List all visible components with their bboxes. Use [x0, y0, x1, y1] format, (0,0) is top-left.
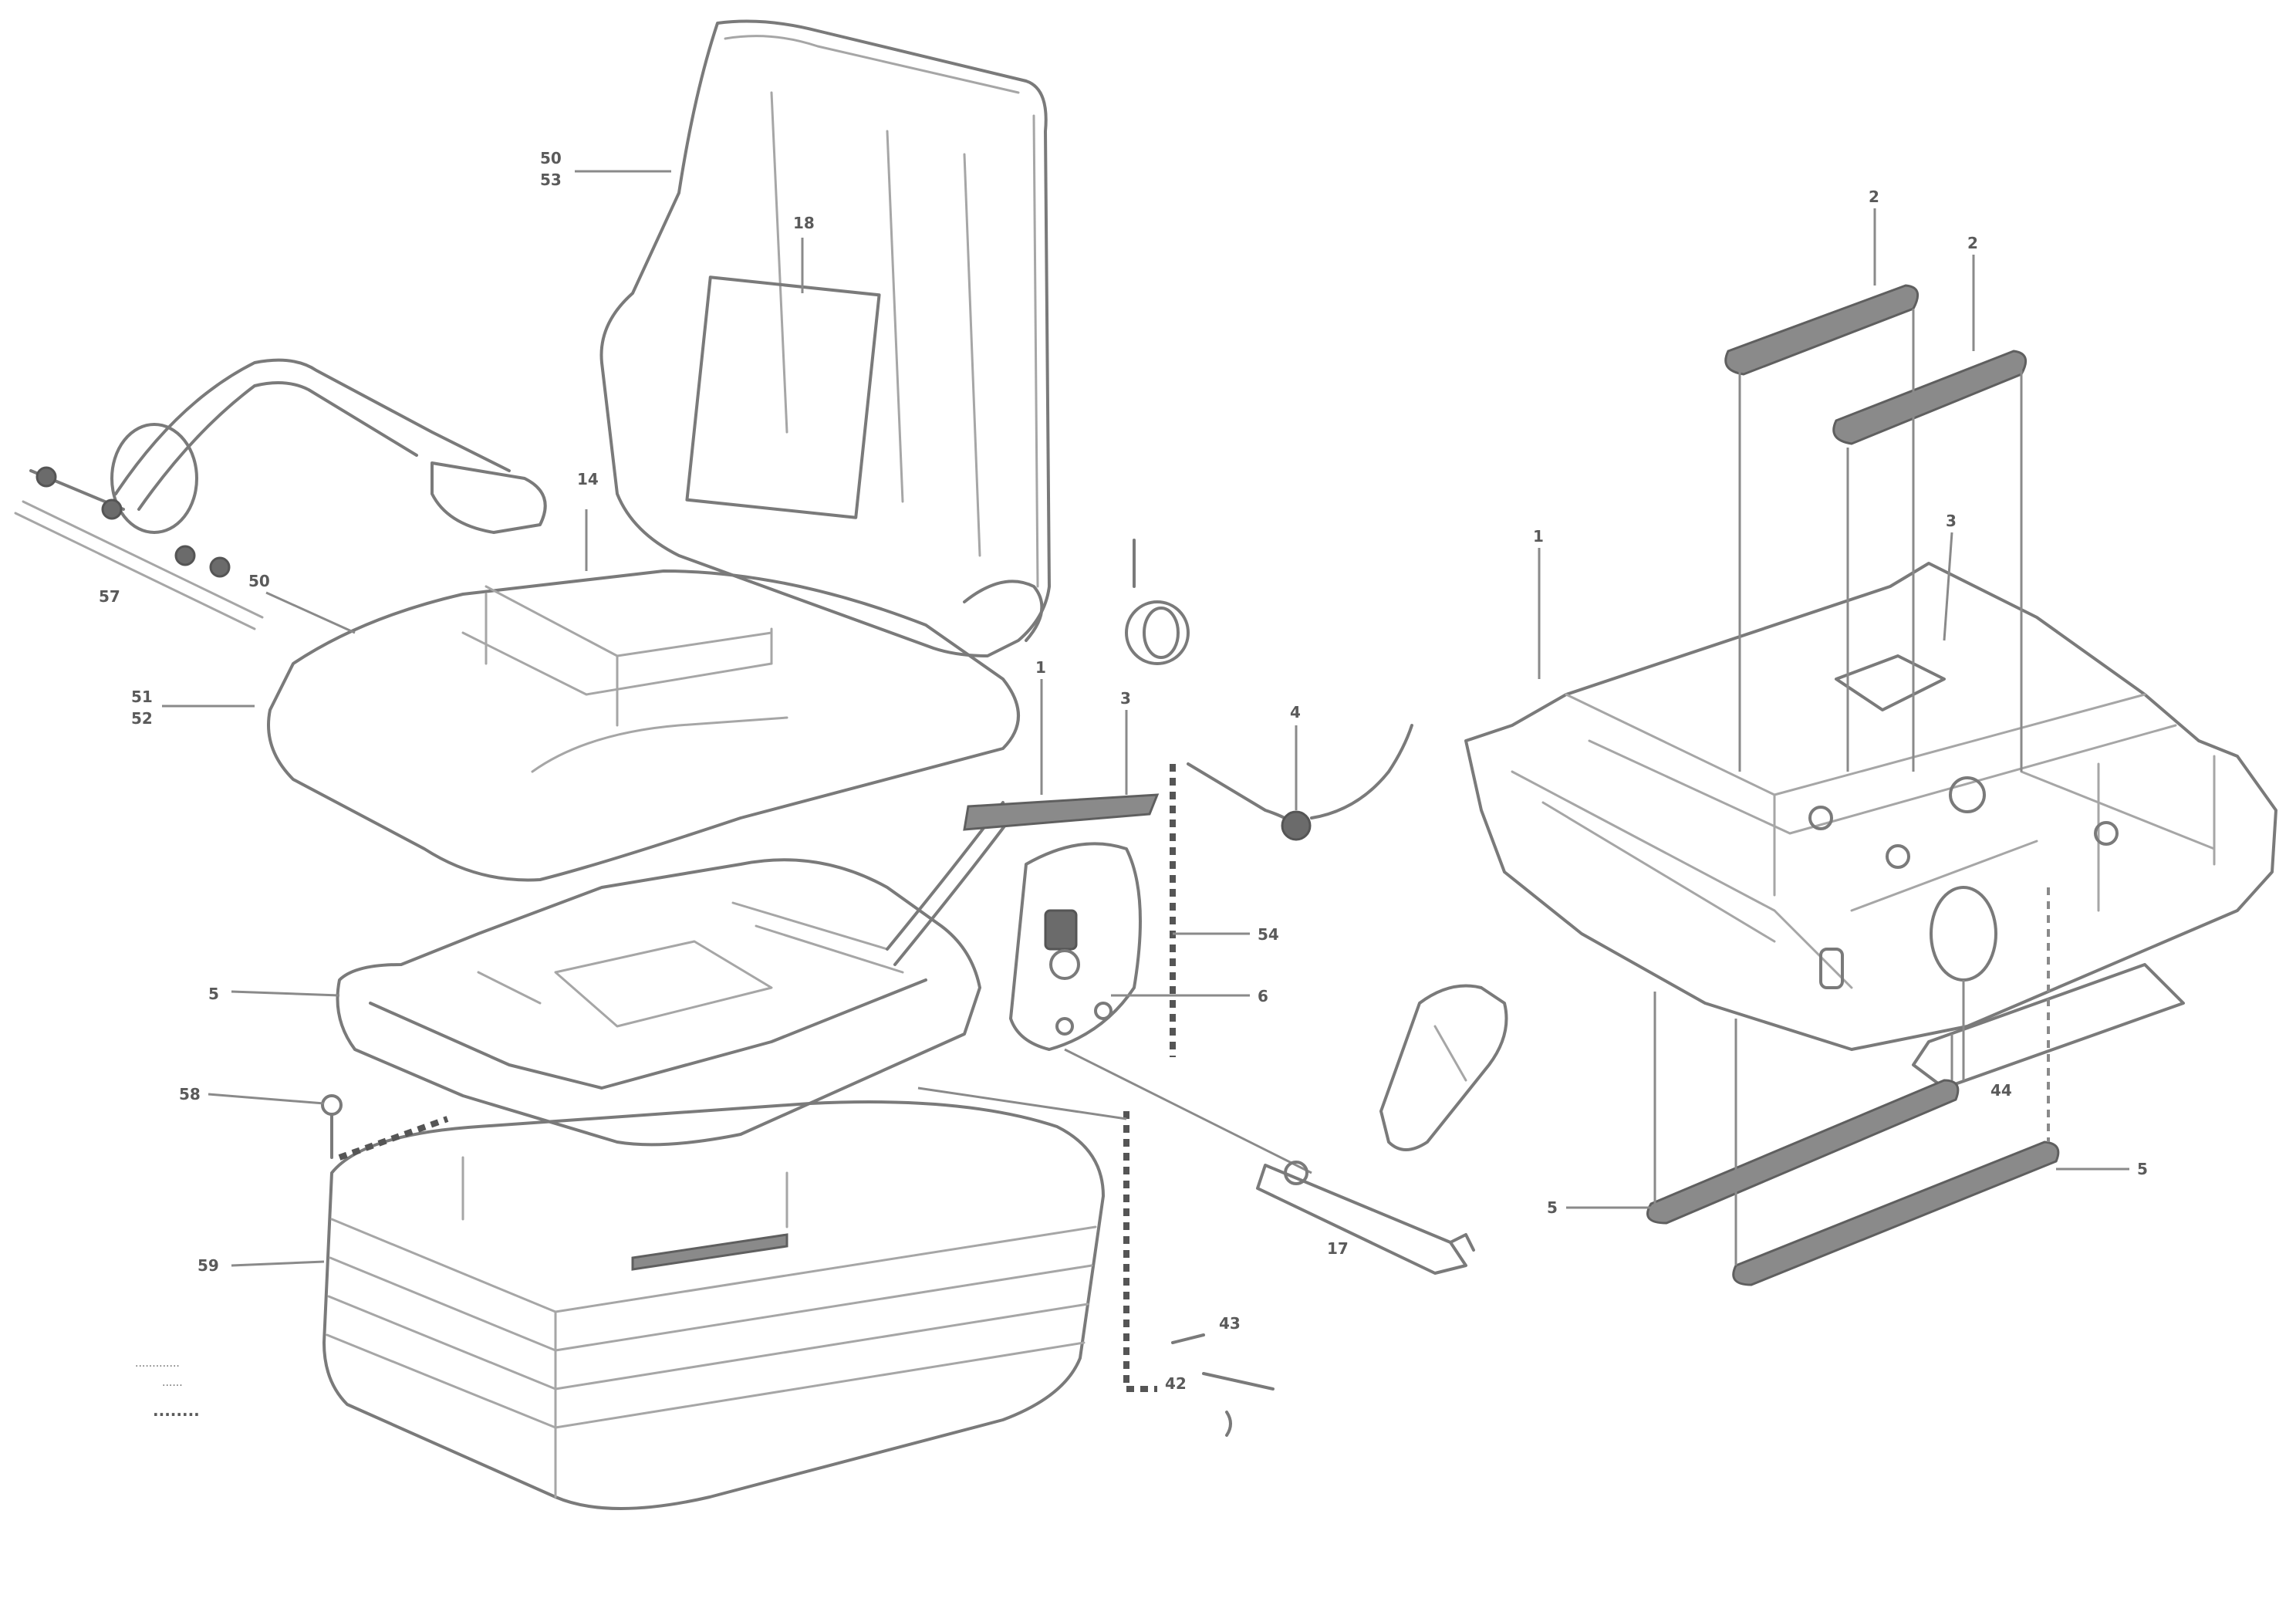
adjust-handle — [1256, 984, 1508, 1275]
part-labels: 50 53 18 14 50 51 52 57 1 3 4 54 6 5 58 … — [99, 149, 2148, 1393]
label-bolt: 58 — [179, 1085, 201, 1103]
label-rail-bot-right: 5 — [2137, 1160, 2148, 1178]
label-slide-frame: 1 — [1533, 527, 1544, 546]
label-backrest-a: 50 — [540, 149, 562, 167]
seat-frame — [336, 858, 981, 1147]
lower-rails — [1646, 887, 2060, 1286]
label-base: 59 — [198, 1256, 219, 1275]
upper-rails — [1724, 208, 2028, 772]
pins — [1171, 1333, 1275, 1437]
label-rail-bot-left: 5 — [1547, 1198, 1558, 1217]
seat-cushion — [267, 569, 1020, 882]
label-cushion-panel: 14 — [577, 470, 599, 488]
footer-line-2: ······ — [162, 1380, 183, 1392]
label-rail-top-1: 2 — [1869, 188, 1879, 206]
bolt-set — [321, 1094, 449, 1161]
label-slide-knob: 44 — [1990, 1081, 2012, 1100]
slide-frame — [1464, 562, 2277, 1090]
hook-spring — [1187, 724, 1413, 841]
footer-code: ········ — [153, 1405, 200, 1424]
label-pin-b: 42 — [1165, 1374, 1187, 1393]
drawing-code: ············· ······ ········ — [135, 1360, 200, 1424]
label-side-b: 6 — [1258, 987, 1268, 1005]
label-pin-a: 43 — [1219, 1314, 1241, 1333]
label-frame: 5 — [208, 985, 219, 1003]
label-handle: 17 — [1327, 1239, 1349, 1258]
label-lever-top: 3 — [1120, 689, 1131, 708]
side-mechanism — [886, 793, 1160, 1051]
seat-base — [322, 1100, 1105, 1510]
leader-lines — [162, 170, 2129, 1267]
adjust-knob — [1125, 539, 1190, 665]
footer-line-1: ············· — [135, 1360, 180, 1373]
label-armrest: 50 — [248, 572, 270, 590]
label-belt: 57 — [99, 587, 120, 606]
label-side-a: 54 — [1258, 925, 1279, 944]
reference-lines — [917, 764, 1312, 1392]
label-rail-top-2: 2 — [1967, 234, 1978, 252]
seat-belt — [14, 358, 547, 630]
slide-knob — [1930, 886, 1997, 1080]
label-hook: 4 — [1290, 703, 1301, 721]
label-backrest-panel: 18 — [793, 214, 815, 232]
label-backrest-b: 53 — [540, 171, 562, 189]
label-knob: 1 — [1035, 658, 1046, 677]
seat-backrest — [599, 19, 1051, 657]
label-cushion-b: 52 — [131, 709, 153, 728]
label-slide-pivot: 3 — [1946, 512, 1957, 530]
label-cushion-a: 51 — [131, 688, 153, 706]
